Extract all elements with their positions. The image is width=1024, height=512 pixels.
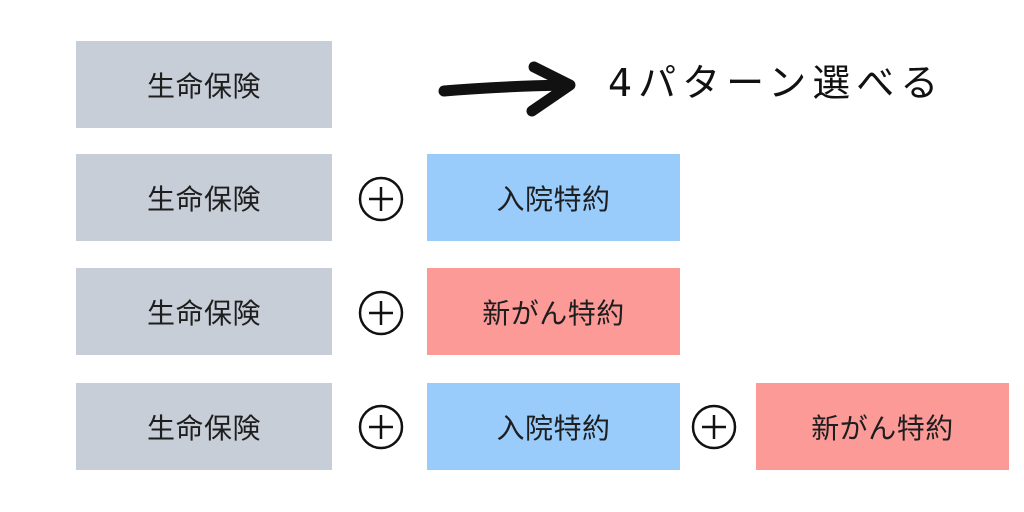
life-insurance-label: 生命保険 — [146, 182, 261, 216]
life-insurance-label: 生命保険 — [146, 69, 261, 103]
cancer-rider-box: 新がん特約 — [427, 268, 680, 355]
life-insurance-label: 生命保険 — [146, 411, 261, 445]
headline-text: 4パターン選べる — [608, 60, 945, 105]
cancer-rider-label: 新がん特約 — [811, 411, 954, 445]
hospital-rider-label: 入院特約 — [496, 182, 611, 216]
life-insurance-box: 生命保険 — [76, 41, 332, 128]
cancer-rider-label: 新がん特約 — [482, 296, 625, 330]
hospital-rider-box: 入院特約 — [427, 383, 680, 470]
life-insurance-box: 生命保険 — [76, 383, 332, 470]
circled-plus-icon — [358, 290, 404, 336]
cancer-rider-box: 新がん特約 — [756, 383, 1009, 470]
hospital-rider-label: 入院特約 — [496, 411, 611, 445]
circled-plus-icon — [358, 176, 404, 222]
hospital-rider-box: 入院特約 — [427, 154, 680, 241]
life-insurance-box: 生命保険 — [76, 154, 332, 241]
arrow-right-icon — [438, 61, 576, 117]
life-insurance-label: 生命保険 — [146, 296, 261, 330]
circled-plus-icon — [691, 404, 737, 450]
circled-plus-icon — [358, 404, 404, 450]
life-insurance-box: 生命保険 — [76, 268, 332, 355]
